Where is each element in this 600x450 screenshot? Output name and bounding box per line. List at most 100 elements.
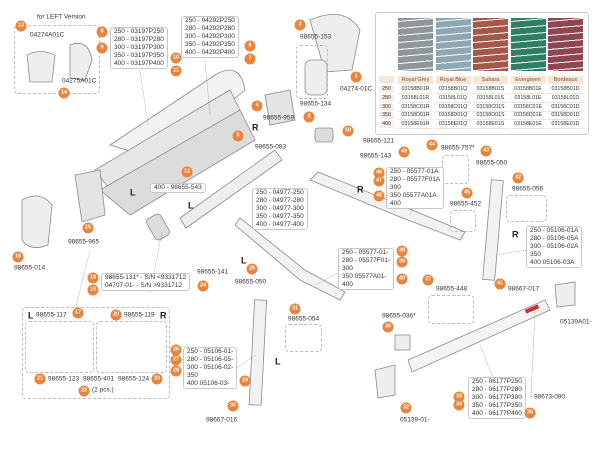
part-size-line: 280 - 04977-280 — [256, 197, 304, 204]
callout-badge: 38 — [396, 245, 408, 257]
left-version-group — [14, 25, 100, 94]
callout-badge: 19 — [87, 284, 99, 296]
fabric-code-cell: 03158B01R — [398, 86, 433, 94]
callout-badge: 29 — [239, 375, 251, 387]
callout-badge: 27 — [170, 354, 182, 366]
part-size-line: 250 - 05577-01A — [390, 168, 439, 175]
left-endcap — [74, 169, 106, 223]
fabric-code-cell: 03158D01R — [398, 112, 433, 121]
fabric-swatch-evergreen — [510, 18, 546, 71]
part-056-box — [506, 195, 547, 222]
side-label: L — [188, 200, 194, 211]
fabric-code-cell: 03158D01Q — [435, 112, 471, 121]
motor-adapter — [314, 127, 334, 143]
callout-badge: 17 — [72, 307, 84, 319]
part-size-line: 300 - 05106-02A — [530, 243, 579, 250]
right-endcap — [264, 89, 296, 126]
part-number-label: 98655-056 — [512, 185, 544, 193]
callout-badge: 13 — [15, 20, 27, 32]
callout-badge: 26 — [170, 344, 182, 356]
part-number-label: 98655-401 — [83, 375, 115, 383]
fabric-code-cell: 03158C01Q — [435, 104, 471, 112]
right-cover — [309, 13, 361, 73]
part-448-box — [428, 295, 474, 324]
part-number-label: 98655-117 — [36, 311, 67, 319]
part-size-line: 350 — [530, 251, 541, 258]
left-version-heading: for LEFT Version — [37, 13, 86, 21]
part-number-label: 98655-965 — [68, 238, 100, 246]
callout-badge: 5 — [232, 130, 244, 142]
callout-badge: 24 — [197, 280, 209, 292]
strap-36 — [394, 334, 411, 351]
callout-badge: 23 — [151, 373, 163, 385]
bracket-left-sub — [25, 321, 94, 373]
color-column-header: Bordeaux — [548, 76, 583, 84]
part-size-line: 280 - 05577F01- — [342, 257, 391, 264]
leg-left — [248, 299, 268, 406]
size-cell: 250 — [379, 86, 394, 93]
part-size-line: 300 - 05106-02- — [187, 364, 234, 371]
callout-badge: 7 — [244, 53, 256, 65]
part-size-line: 400 — [342, 281, 353, 288]
case-body — [99, 109, 256, 216]
part-number-label: 98655-123 — [48, 375, 80, 383]
part-size-line: 350 - 04292P350 — [185, 41, 235, 48]
callout-badge: 49 — [398, 146, 410, 158]
callout-badge: 41 — [494, 278, 506, 290]
size-cell: 400 — [379, 121, 394, 129]
part-number-label: 98655-036* — [382, 312, 416, 320]
part-number-label: 98655-143 — [360, 152, 392, 160]
fabric-code-cell: 03158E01S — [473, 121, 508, 130]
part-size-line: 350 05577A01A — [390, 192, 437, 199]
part-number-label: 98655-050 — [476, 159, 508, 167]
side-label: R — [160, 310, 167, 321]
callout-badge: 36 — [382, 321, 394, 333]
part-number-label: 05139-01- — [400, 416, 430, 424]
bracket-32 — [374, 364, 396, 399]
callout-badge: 46 — [373, 167, 385, 179]
fabric-code-cell: 03158E01R — [398, 121, 433, 130]
callout-badge: 44 — [426, 139, 438, 151]
callout-badge: 30 — [227, 400, 239, 412]
fabric-code-cell: 03158E01E — [510, 121, 546, 130]
callout-badge: 39 — [396, 256, 408, 268]
callout-badge: 31 — [289, 303, 301, 315]
color-column-header: Royal Grey — [398, 76, 433, 84]
size-header — [379, 76, 394, 83]
leg-right — [482, 179, 504, 281]
part-size-line: 350 - 04977-350 — [256, 213, 304, 220]
callout-badge: 40 — [396, 273, 408, 285]
part-number-label: 98655-134 — [300, 100, 332, 108]
part-number-label: 98655-153 — [300, 33, 332, 41]
part-size-line: 250 - 06177P250 — [472, 378, 522, 385]
part-number-label: 98655-121 — [363, 137, 395, 145]
part-size-line: 350 - 03197P350 — [114, 52, 164, 59]
callout-badge: 21 — [34, 373, 46, 385]
side-label: L — [28, 310, 34, 321]
fabric-swatch-sahara — [473, 18, 508, 71]
part-number-label: 98655-054 — [288, 315, 320, 323]
callout-badge: 48 — [373, 190, 385, 202]
part-number-label: 05139A01- — [560, 318, 592, 326]
part-size-line: 280 - 05106-05A — [530, 235, 579, 242]
size-cell: 350 — [379, 112, 394, 120]
callout-badge: 20 — [110, 309, 122, 321]
left-cover — [21, 195, 53, 248]
part-size-line: 04707-01- - S/N >9331712 — [105, 282, 183, 289]
callout-badge: 45 — [461, 187, 473, 199]
color-column-header: Royal Blue — [435, 76, 471, 84]
callout-badge: 6 — [244, 40, 256, 52]
side-label: L — [275, 356, 281, 367]
fabric-code-cell: 03158L01R — [398, 95, 433, 103]
part-size-line: 400 — [390, 200, 401, 207]
part-size-line: 280 - 05577F01A — [390, 176, 441, 183]
callout-badge: 14 — [58, 87, 70, 99]
size-cell: 280 — [379, 94, 394, 102]
left-version-cover-b — [69, 42, 93, 81]
size-cell: 300 — [379, 103, 394, 111]
fabric-swatch-royal-grey — [398, 18, 433, 71]
callout-badge: 9 — [96, 42, 108, 54]
fabric-swatch-royal-blue — [435, 18, 471, 71]
